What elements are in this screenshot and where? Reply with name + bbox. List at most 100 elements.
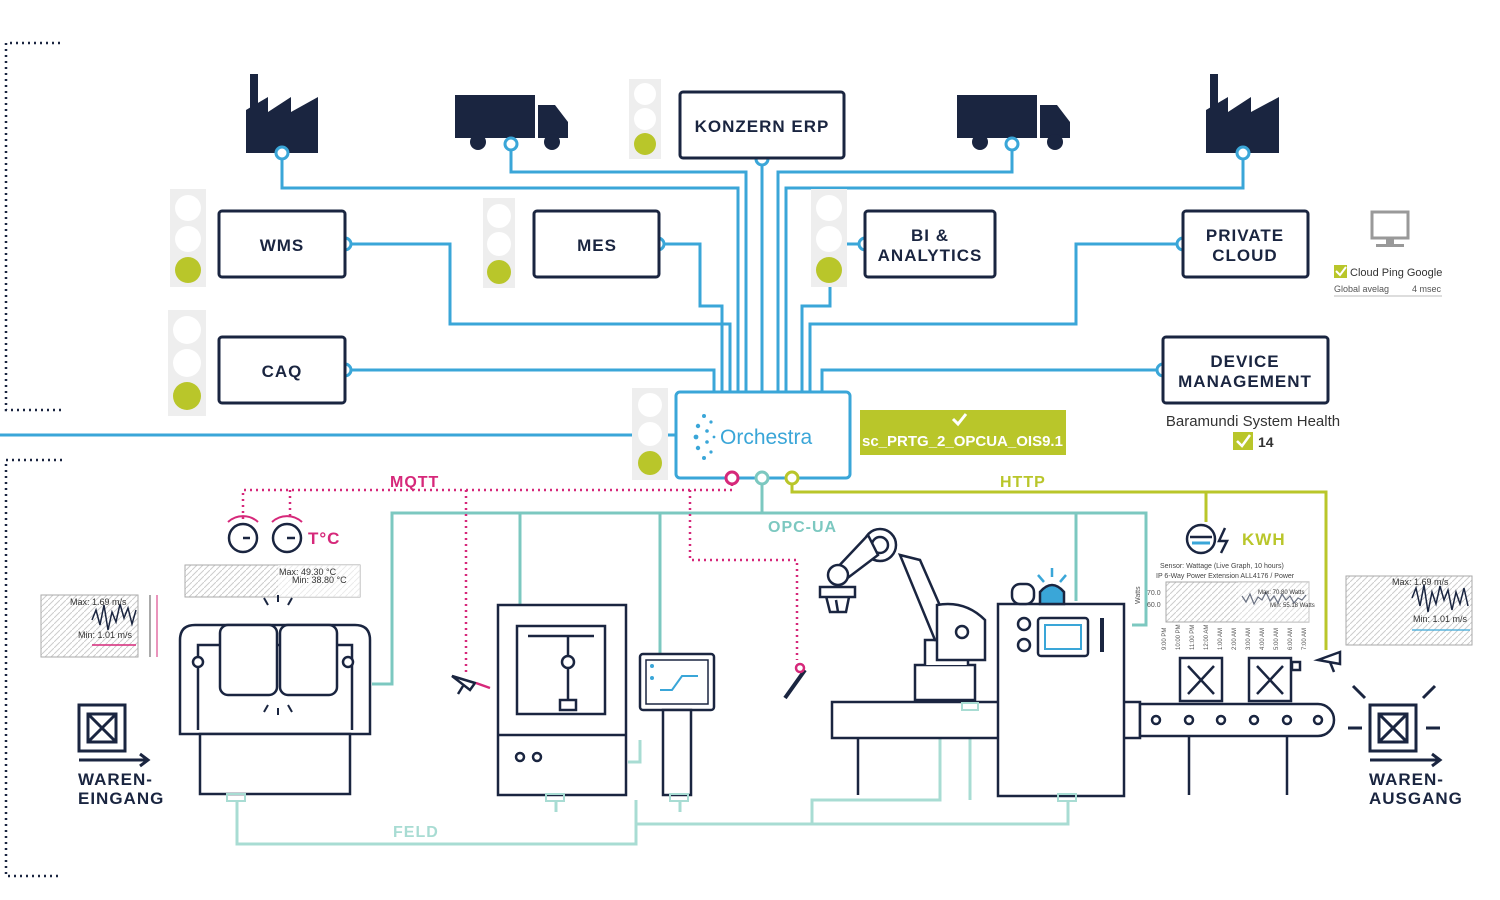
it-network-lines <box>0 144 1245 437</box>
system-box-private-cloud[interactable]: PRIVATE CLOUD <box>1181 209 1310 279</box>
private-cloud-label-line1: PRIVATE <box>1206 226 1284 245</box>
traffic-light-orchestra <box>632 388 668 480</box>
cnc-machine <box>496 603 628 797</box>
traffic-light-erp <box>629 79 661 159</box>
wattage-x-tick: 7:00 AM <box>1302 628 1308 650</box>
opcua-label: OPC-UA <box>768 519 837 536</box>
vibration-graph-right[interactable]: Max: 1.69 m/s Min: 1.01 m/s <box>1345 575 1473 646</box>
system-box-device-management[interactable]: DEVICE MANAGEMENT <box>1161 335 1330 405</box>
sensor-icon-robot <box>783 662 807 700</box>
alarm-light-icon <box>1038 583 1066 606</box>
hmi-panel <box>638 652 716 797</box>
wattage-x-tick: 12:00 AM <box>1204 625 1210 650</box>
wattage-x-tick: 2:00 AM <box>1232 628 1238 650</box>
vibration-right-max: Max: 1.69 m/s <box>1392 577 1449 587</box>
http-label: HTTP <box>1000 474 1046 491</box>
orchestra-sensor-status[interactable]: sc_PRTG_2_OPCUA_OIS9.1 <box>860 410 1066 455</box>
system-box-wms[interactable]: WMS <box>217 209 347 279</box>
wattage-y-tick-1: 70.0 <box>1147 590 1161 597</box>
konzern-erp-label: KONZERN ERP <box>695 117 830 136</box>
goods-out-line2: AUSGANG <box>1369 789 1463 808</box>
wattage-x-tick: 5:00 AM <box>1274 628 1280 650</box>
device-mgmt-label-line2: MANAGEMENT <box>1178 372 1312 391</box>
system-box-caq[interactable]: CAQ <box>217 335 347 405</box>
mes-label: MES <box>577 236 617 255</box>
wattage-graph-title-1: Sensor: Wattage (Live Graph, 10 hours) <box>1160 563 1284 570</box>
wattage-x-tick: 9:00 PM <box>1162 628 1168 650</box>
vibration-left-min: Min: 1.01 m/s <box>78 630 133 640</box>
mixing-machine-spark-icon <box>263 595 293 715</box>
wattage-graph[interactable]: Sensor: Wattage (Live Graph, 10 hours) I… <box>1135 563 1315 650</box>
cloud-ping-title: Cloud Ping Google <box>1350 267 1442 279</box>
factory-icon-left <box>246 74 318 153</box>
vibration-right-min: Min: 1.01 m/s <box>1413 614 1468 624</box>
mqtt-connector <box>724 470 740 486</box>
bi-label-line1: BI & <box>911 226 949 245</box>
goods-in-line2: EINGANG <box>78 789 164 808</box>
temp-max: Max: 49.30 °C <box>279 567 337 577</box>
bi-label-line2: ANALYTICS <box>878 246 983 265</box>
cloud-ping-widget[interactable]: Cloud Ping Google Global avelag 4 msec <box>1334 210 1442 297</box>
system-box-konzern-erp[interactable]: KONZERN ERP <box>678 90 846 160</box>
device-mgmt-label-line1: DEVICE <box>1210 352 1279 371</box>
traffic-light-mes <box>483 198 515 288</box>
traffic-light-bi <box>811 189 847 287</box>
traffic-light-wms <box>170 189 206 287</box>
mqtt-label: MQTT <box>390 474 439 491</box>
truck-icon-right <box>957 95 1070 150</box>
wattage-x-tick: 10:00 PM <box>1176 624 1182 650</box>
check-icon <box>1334 265 1347 278</box>
truck-icon-left <box>455 95 568 150</box>
fieldbus-connectors <box>226 702 1077 802</box>
gauge-icon-left <box>227 515 259 554</box>
factory-icon-right <box>1206 74 1279 153</box>
orchestra-logo-icon <box>693 414 716 460</box>
goods-in-box-icon <box>77 703 151 768</box>
monitor-icon <box>1370 210 1410 240</box>
wms-label: WMS <box>260 236 305 255</box>
wattage-x-tick: 1:00 AM <box>1218 628 1224 650</box>
wattage-min: Min: 55.18 Watts <box>1270 603 1315 609</box>
goods-out-line1: WAREN- <box>1369 770 1444 789</box>
wattage-x-tick: 11:00 PM <box>1190 625 1196 650</box>
goods-in-line1: WAREN- <box>78 770 153 789</box>
baramundi-title: Baramundi System Health <box>1166 413 1340 430</box>
check-icon <box>951 413 968 427</box>
orchestra-name: Orchestra <box>720 426 813 449</box>
power-meter-icon <box>1185 523 1230 555</box>
wattage-x-tick: 6:00 AM <box>1288 628 1294 650</box>
mixing-machine <box>178 623 372 796</box>
sensor-icon-cnc <box>451 674 491 695</box>
caq-label: CAQ <box>262 362 303 381</box>
orchestra-hub[interactable]: Orchestra <box>674 390 852 480</box>
http-connector <box>784 470 800 486</box>
temp-min: Min: 38.80 °C <box>292 575 347 585</box>
private-cloud-label-line2: CLOUD <box>1212 246 1277 265</box>
gauge-icon-right <box>271 515 303 554</box>
check-icon <box>1233 432 1253 450</box>
temperature-graph[interactable]: Max: 49.30 °C Min: 38.80 °C <box>184 564 361 598</box>
sensor-icon-conveyor <box>1290 650 1342 673</box>
cloud-ping-sub-left: Global avelag <box>1334 284 1389 294</box>
conveyor-right <box>1138 656 1336 795</box>
traffic-light-caq <box>168 310 206 416</box>
opcua-connector <box>754 470 770 486</box>
feld-label: FELD <box>393 824 439 841</box>
robot-arm <box>818 527 987 702</box>
temperature-unit-label: T°C <box>308 529 340 548</box>
wattage-x-tick: 3:00 AM <box>1246 628 1252 650</box>
wattage-y-tick-2: 60.0 <box>1147 602 1161 609</box>
cloud-ping-sub-right: 4 msec <box>1412 284 1442 294</box>
wattage-max: Max: 70.80 Watts <box>1258 590 1304 596</box>
goods-out-box-icon <box>1348 684 1443 768</box>
vibration-graph-left[interactable]: Max: 1.69 m/s Min: 1.01 m/s <box>40 594 158 658</box>
left-bracket <box>4 41 62 878</box>
packaging-machine <box>996 568 1126 798</box>
system-box-bi-analytics[interactable]: BI & ANALYTICS <box>863 209 997 279</box>
system-box-mes[interactable]: MES <box>532 209 661 279</box>
baramundi-health[interactable]: Baramundi System Health 14 <box>1166 413 1340 450</box>
wattage-x-ticks: 9:00 PM 10:00 PM 11:00 PM 12:00 AM 1:00 AM 2:… <box>1162 624 1308 650</box>
opcua-lines <box>372 478 1148 686</box>
wattage-y-unit: Watts <box>1135 586 1142 604</box>
baramundi-value: 14 <box>1258 434 1274 450</box>
